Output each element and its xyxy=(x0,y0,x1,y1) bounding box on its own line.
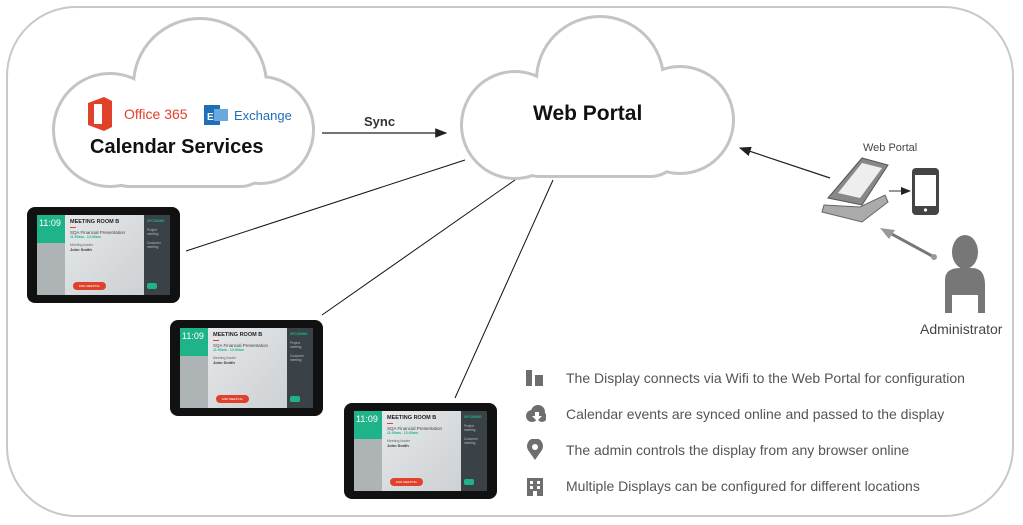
upcoming-item: Project meeting xyxy=(464,424,476,432)
admin-pointer-arrow xyxy=(880,228,937,260)
connector-tablet-1 xyxy=(185,159,466,252)
book-button[interactable] xyxy=(464,479,475,485)
tablet-screen: 11:09 MEETING ROOM B SQA Financial Prese… xyxy=(180,328,313,408)
feature-item: Calendar events are synced online and pa… xyxy=(524,404,944,424)
feature-item: The admin controls the display from any … xyxy=(524,439,910,460)
upcoming-item: Customer meeting xyxy=(147,241,161,249)
feature-item: Multiple Displays can be configured for … xyxy=(524,476,920,496)
feature-text: The Display connects via Wifi to the Web… xyxy=(566,370,965,386)
laptop-icon xyxy=(821,157,889,223)
feature-text: The admin controls the display from any … xyxy=(566,442,910,458)
room-name: MEETING ROOM B xyxy=(213,332,263,338)
office365-label: Office 365 xyxy=(124,106,188,122)
current-event: SQA Financial Presentation xyxy=(213,343,269,348)
room-display-tablet-3: 11:09 MEETING ROOM B SQA Financial Prese… xyxy=(344,403,497,499)
calendar-services-cloud xyxy=(52,17,315,188)
map-pin-icon xyxy=(524,439,546,460)
tablet-screen: 11:09 MEETING ROOM B SQA Financial Prese… xyxy=(354,411,487,491)
administrator-label: Administrator xyxy=(920,321,1003,337)
calendar-services-title: Calendar Services xyxy=(90,136,264,158)
exchange-label: Exchange xyxy=(234,108,292,123)
end-meeting-button[interactable]: END MEETING xyxy=(73,282,106,290)
clock: 11:09 xyxy=(354,411,382,439)
current-event: SQA Financial Presentation xyxy=(387,426,443,431)
tablet-screen: 11:09 MEETING ROOM B SQA Financial Prese… xyxy=(37,215,170,295)
book-button[interactable] xyxy=(147,283,158,289)
clock: 11:09 xyxy=(180,328,208,356)
end-meeting-button[interactable]: END MEETING xyxy=(216,395,249,403)
exchange-logo-icon: E xyxy=(204,105,228,125)
chess-icon xyxy=(524,368,546,388)
leader-label: Meeting leader xyxy=(213,356,237,360)
smartphone-icon xyxy=(912,168,939,215)
connector-tablet-3 xyxy=(454,179,554,399)
upcoming-item: Customer meeting xyxy=(290,354,304,362)
building-icon xyxy=(524,476,546,496)
end-meeting-button[interactable]: END MEETING xyxy=(390,478,423,486)
sync-label: Sync xyxy=(364,114,396,129)
upcoming-header: UPCOMING xyxy=(290,332,308,336)
laptop-label: Web Portal xyxy=(863,142,918,154)
upcoming-header: UPCOMING xyxy=(147,219,165,223)
room-name: MEETING ROOM B xyxy=(70,219,120,225)
upcoming-item: Project meeting xyxy=(290,341,302,349)
leader-label: Meeting leader xyxy=(70,243,94,247)
event-time: 11:00am - 12:00am xyxy=(70,235,101,239)
leader-label: Meeting leader xyxy=(387,439,411,443)
current-event: SQA Financial Presentation xyxy=(70,230,126,235)
svg-text:E: E xyxy=(207,112,214,123)
upcoming-header: UPCOMING xyxy=(464,415,482,419)
diagram-frame xyxy=(6,6,1014,517)
admin-to-portal-arrow xyxy=(738,146,831,179)
upcoming-item: Customer meeting xyxy=(464,437,478,445)
event-time: 11:00am - 12:00am xyxy=(213,348,244,352)
leader-name: John Smith xyxy=(387,443,409,448)
feature-text: Multiple Displays can be configured for … xyxy=(566,478,920,494)
web-portal-title: Web Portal xyxy=(533,102,643,125)
leader-name: John Smith xyxy=(213,360,235,365)
event-time: 11:00am - 12:00am xyxy=(387,431,418,435)
room-display-tablet-2: 11:09 MEETING ROOM B SQA Financial Prese… xyxy=(170,320,323,416)
room-display-tablet-1: 11:09 MEETING ROOM B SQA Financial Prese… xyxy=(27,207,180,303)
room-name: MEETING ROOM B xyxy=(387,415,437,421)
upcoming-item: Project meeting xyxy=(147,228,159,236)
feature-text: Calendar events are synced online and pa… xyxy=(566,406,945,422)
feature-item: The Display connects via Wifi to the Web… xyxy=(524,368,965,388)
clock: 11:09 xyxy=(37,215,65,243)
book-button[interactable] xyxy=(290,396,301,402)
administrator-person-icon xyxy=(945,235,985,313)
office365-logo-icon xyxy=(88,97,112,131)
leader-name: John Smith xyxy=(70,247,92,252)
connector-tablet-2 xyxy=(321,179,516,316)
cloud-download-icon xyxy=(524,404,546,424)
web-portal-cloud xyxy=(460,15,735,180)
